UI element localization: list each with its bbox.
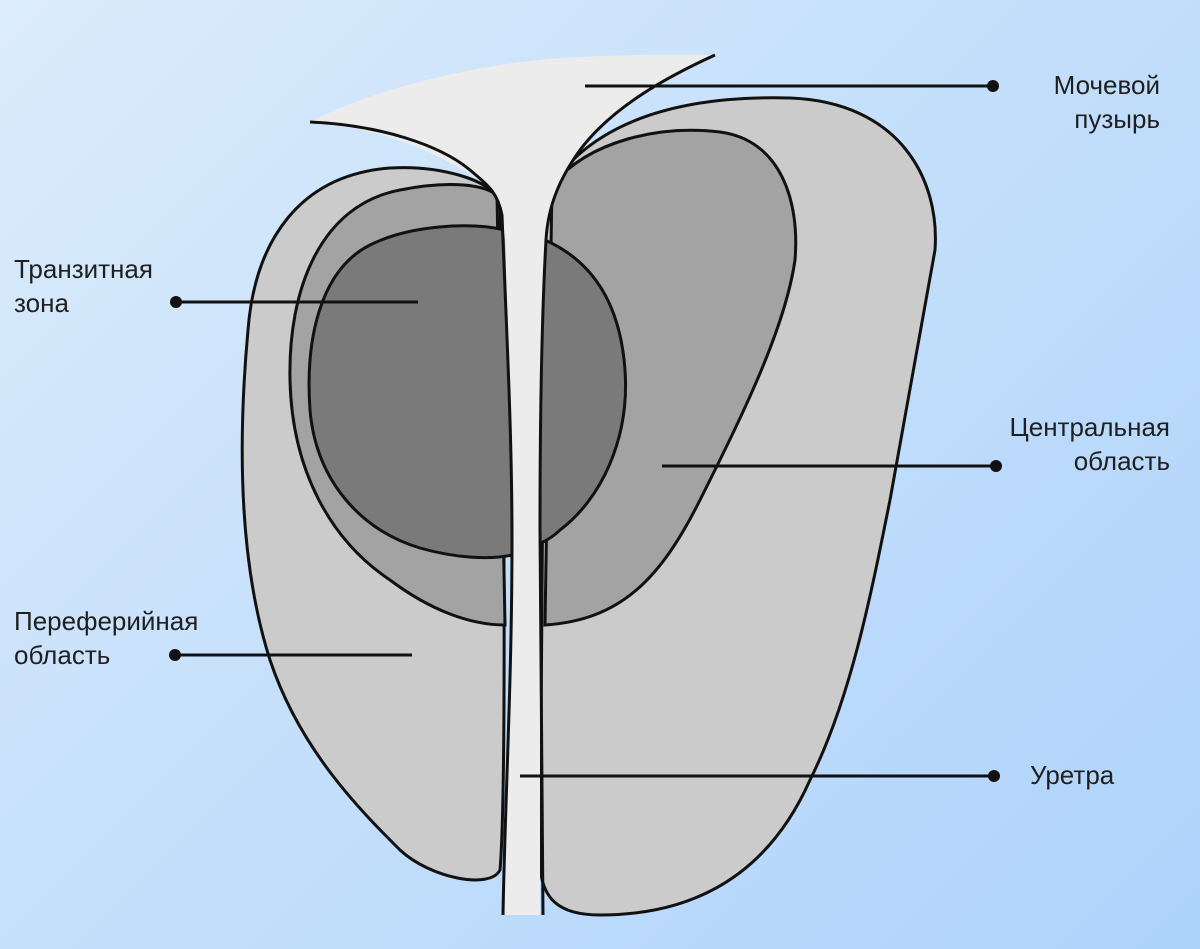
label-bladder-line1: Мочевой — [1053, 70, 1160, 100]
label-transition: Транзитная зона — [14, 252, 153, 320]
dot-transition — [170, 296, 182, 308]
dot-bladder — [987, 80, 999, 92]
dot-central — [990, 460, 1002, 472]
central-zone — [543, 128, 798, 627]
label-central-line1: Центральная — [1009, 412, 1171, 442]
dot-peripheral — [169, 649, 181, 661]
label-transition-line1: Транзитная — [14, 254, 153, 284]
label-transition-line2: зона — [14, 288, 69, 318]
label-bladder-line2: пузырь — [1074, 104, 1160, 134]
label-peripheral-line1: Переферийная — [14, 606, 199, 636]
leader-dots — [169, 80, 1002, 782]
leader-lines — [176, 84, 996, 778]
label-peripheral-line2: область — [14, 640, 111, 670]
label-peripheral: Переферийная область — [14, 604, 198, 672]
label-bladder: Мочевой пузырь — [1000, 68, 1160, 136]
bladder-outline-right — [538, 53, 716, 916]
transition-zone — [307, 224, 628, 560]
label-urethra-line1: Уретра — [1030, 760, 1115, 790]
label-central: Центральная область — [990, 410, 1171, 478]
label-urethra: Уретра — [1030, 758, 1114, 792]
bladder-outline-left — [309, 120, 514, 916]
dot-urethra — [988, 770, 1000, 782]
label-central-line2: область — [1073, 446, 1170, 476]
